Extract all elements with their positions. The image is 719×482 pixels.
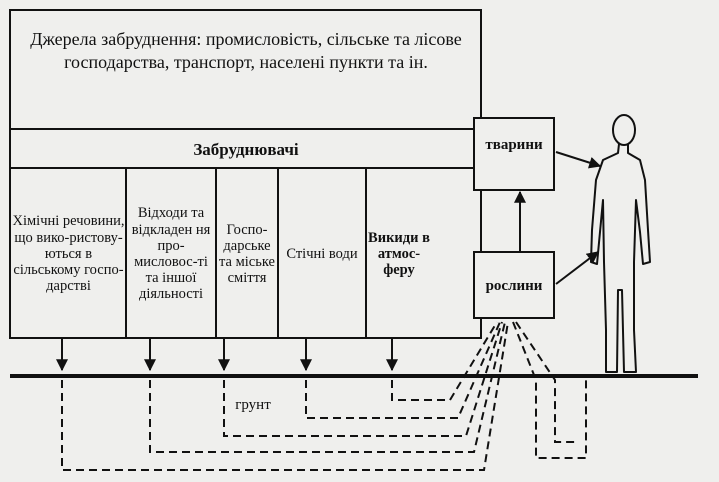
animals-box [473,117,555,191]
plants-box [473,251,555,319]
pollutant-wastewater: Стічні води [286,245,358,262]
pollutant-industrial-waste: Відходи та відкладен ня про-мисловос-ті … [131,205,211,303]
pollutants-title: Забруднювачі [193,140,299,159]
uptake-dashed-lines [61,321,587,471]
plants-label: рослини [485,278,543,294]
human-figure [590,114,651,373]
animals-label: тварини [485,137,543,153]
soil-label: грунт [235,397,271,413]
arrow-animals-to-human [555,151,602,169]
pollutant-household-waste: Госпо-дарське та міське сміття [219,221,275,287]
pollutant-air-emissions: Викиди в атмос-феру [368,229,430,279]
pollution-sources-header: Джерела забруднення: промисловість, сіль… [30,29,462,72]
pollutant-chemicals: Хімічні речовини, що вико-ристову-ються … [12,213,125,295]
arrow-plants-to-human [555,251,599,285]
